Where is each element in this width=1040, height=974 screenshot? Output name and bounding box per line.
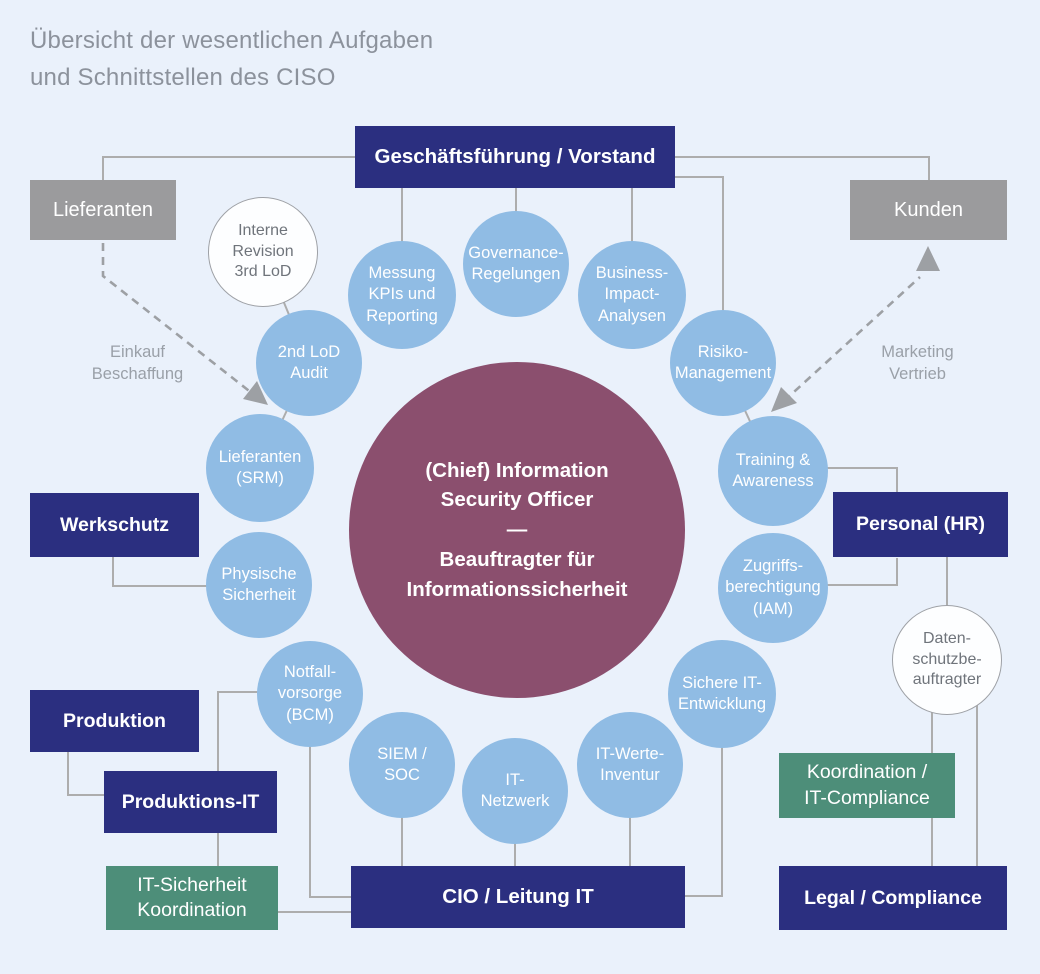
line-sichere-cio bbox=[685, 746, 723, 897]
flow-label-einkauf-beschaffung: Einkauf Beschaffung bbox=[91, 343, 184, 384]
line-notfall-cio bbox=[309, 745, 351, 898]
box-lieferanten: Lieferanten bbox=[30, 180, 176, 240]
line-gf-kunden bbox=[675, 156, 930, 181]
circle-business-impact-analysen: Business- Impact- Analysen bbox=[578, 241, 686, 349]
arrowhead-marketing-up-icon bbox=[916, 246, 940, 271]
circle-messung-kpis-reporting: Messung KPIs und Reporting bbox=[348, 241, 456, 349]
box-it-sicherheit-koordination: IT-Sicherheit Koordination bbox=[106, 866, 278, 930]
circle-training-awareness: Training & Awareness bbox=[718, 416, 828, 526]
circle-governance-regelungen: Governance- Regelungen bbox=[463, 211, 569, 317]
circle-2nd-lod-audit: 2nd LoD Audit bbox=[256, 310, 362, 416]
diagram-title: Übersicht der wesentlichen Aufgaben und … bbox=[30, 27, 434, 92]
circle-it-netzwerk: IT- Netzwerk bbox=[462, 738, 568, 844]
box-geschaeftsfuehrung-vorstand: Geschäftsführung / Vorstand bbox=[355, 126, 675, 188]
box-produktions-it: Produktions-IT bbox=[104, 771, 277, 833]
box-cio-leitung-it: CIO / Leitung IT bbox=[351, 866, 685, 928]
circle-interne-revision-3rd-lod: Interne Revision 3rd LoD bbox=[208, 197, 318, 307]
circle-sichere-it-entwicklung: Sichere IT- Entwicklung bbox=[668, 640, 776, 748]
flow-label-marketing-vertrieb: Marketing Vertrieb bbox=[881, 343, 954, 384]
box-personal-hr: Personal (HR) bbox=[833, 492, 1008, 557]
arrowhead-marketing-down-icon bbox=[771, 387, 797, 412]
circle-siem-soc: SIEM / SOC bbox=[349, 712, 455, 818]
circle-physische-sicherheit: Physische Sicherheit bbox=[206, 532, 312, 638]
line-training-personal bbox=[820, 467, 898, 492]
box-werkschutz: Werkschutz bbox=[30, 493, 199, 557]
box-koordination-it-compliance: Koordination / IT-Compliance bbox=[779, 753, 955, 818]
box-legal-compliance: Legal / Compliance bbox=[779, 866, 1007, 930]
line-notfall-produktionsit bbox=[217, 691, 258, 771]
circle-zugriffsberechtigung-iam: Zugriffs- berechtigung (IAM) bbox=[718, 533, 828, 643]
line-produktion-produktionsit bbox=[67, 752, 106, 796]
circle-ciso-center: (Chief) Information Security Officer — B… bbox=[349, 362, 685, 698]
box-kunden: Kunden bbox=[850, 180, 1007, 240]
circle-lieferanten-srm: Lieferanten (SRM) bbox=[206, 414, 314, 522]
circle-notfallvorsorge-bcm: Notfall- vorsorge (BCM) bbox=[257, 641, 363, 747]
line-werkschutz-physische bbox=[112, 557, 208, 587]
circle-it-werte-inventur: IT-Werte- Inventur bbox=[577, 712, 683, 818]
box-produktion: Produktion bbox=[30, 690, 199, 752]
line-gf-lieferanten bbox=[102, 156, 355, 181]
circle-risiko-management: Risiko- Management bbox=[670, 310, 776, 416]
circle-datenschutzbeauftragter: Daten- schutzbe- auftragter bbox=[892, 605, 1002, 715]
line-zugriffs-personal bbox=[820, 558, 898, 586]
